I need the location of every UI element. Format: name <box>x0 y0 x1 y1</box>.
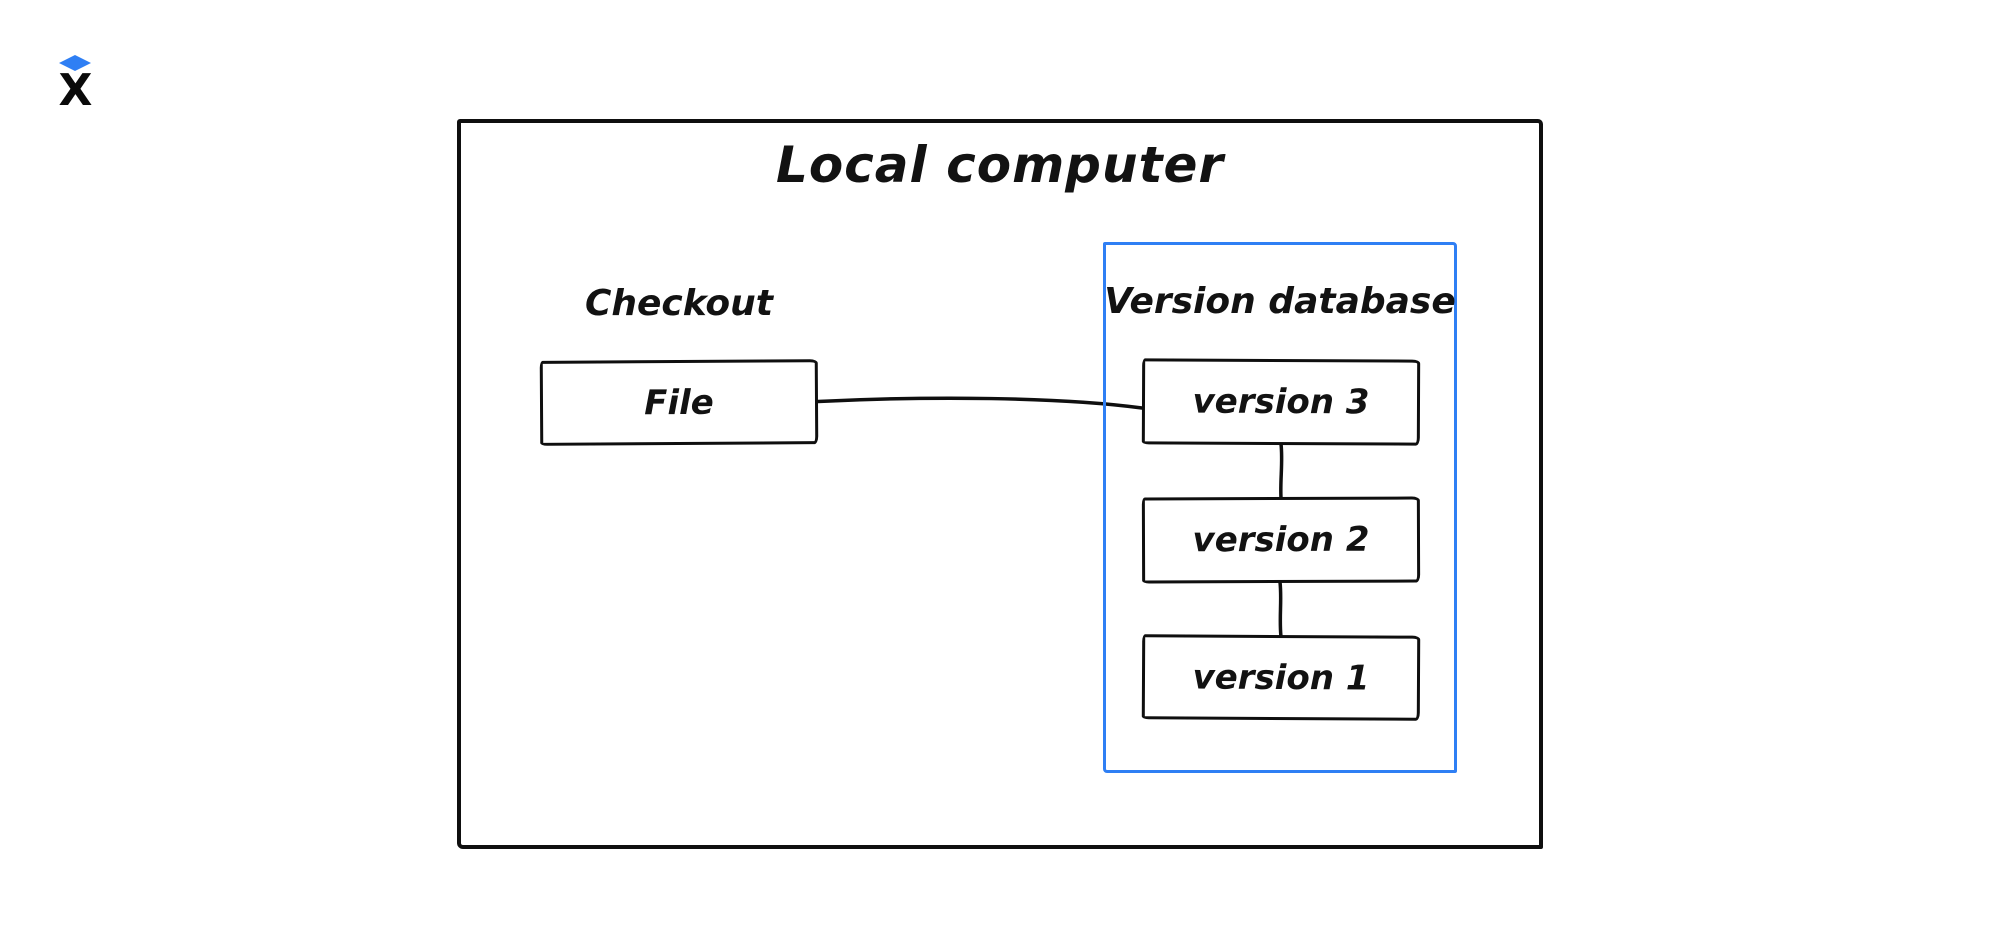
file-box: File <box>539 359 819 446</box>
file-box-label: File <box>644 382 714 423</box>
version-1-box: version 1 <box>1141 634 1421 721</box>
app-logo[interactable]: X <box>52 55 98 116</box>
version-3-box: version 3 <box>1141 358 1421 446</box>
local-computer-box <box>457 119 1543 849</box>
version-2-label: version 2 <box>1192 519 1370 561</box>
local-computer-title: Local computer <box>775 136 1225 194</box>
version-2-box: version 2 <box>1141 496 1421 584</box>
version-database-box <box>1103 242 1457 773</box>
version-database-label: Version database <box>1104 281 1456 322</box>
diamond-icon <box>59 55 91 71</box>
version-3-label: version 3 <box>1192 381 1370 423</box>
logo-letter: X <box>58 65 93 116</box>
checkout-label: Checkout <box>584 283 774 324</box>
version-1-label: version 1 <box>1192 657 1370 698</box>
